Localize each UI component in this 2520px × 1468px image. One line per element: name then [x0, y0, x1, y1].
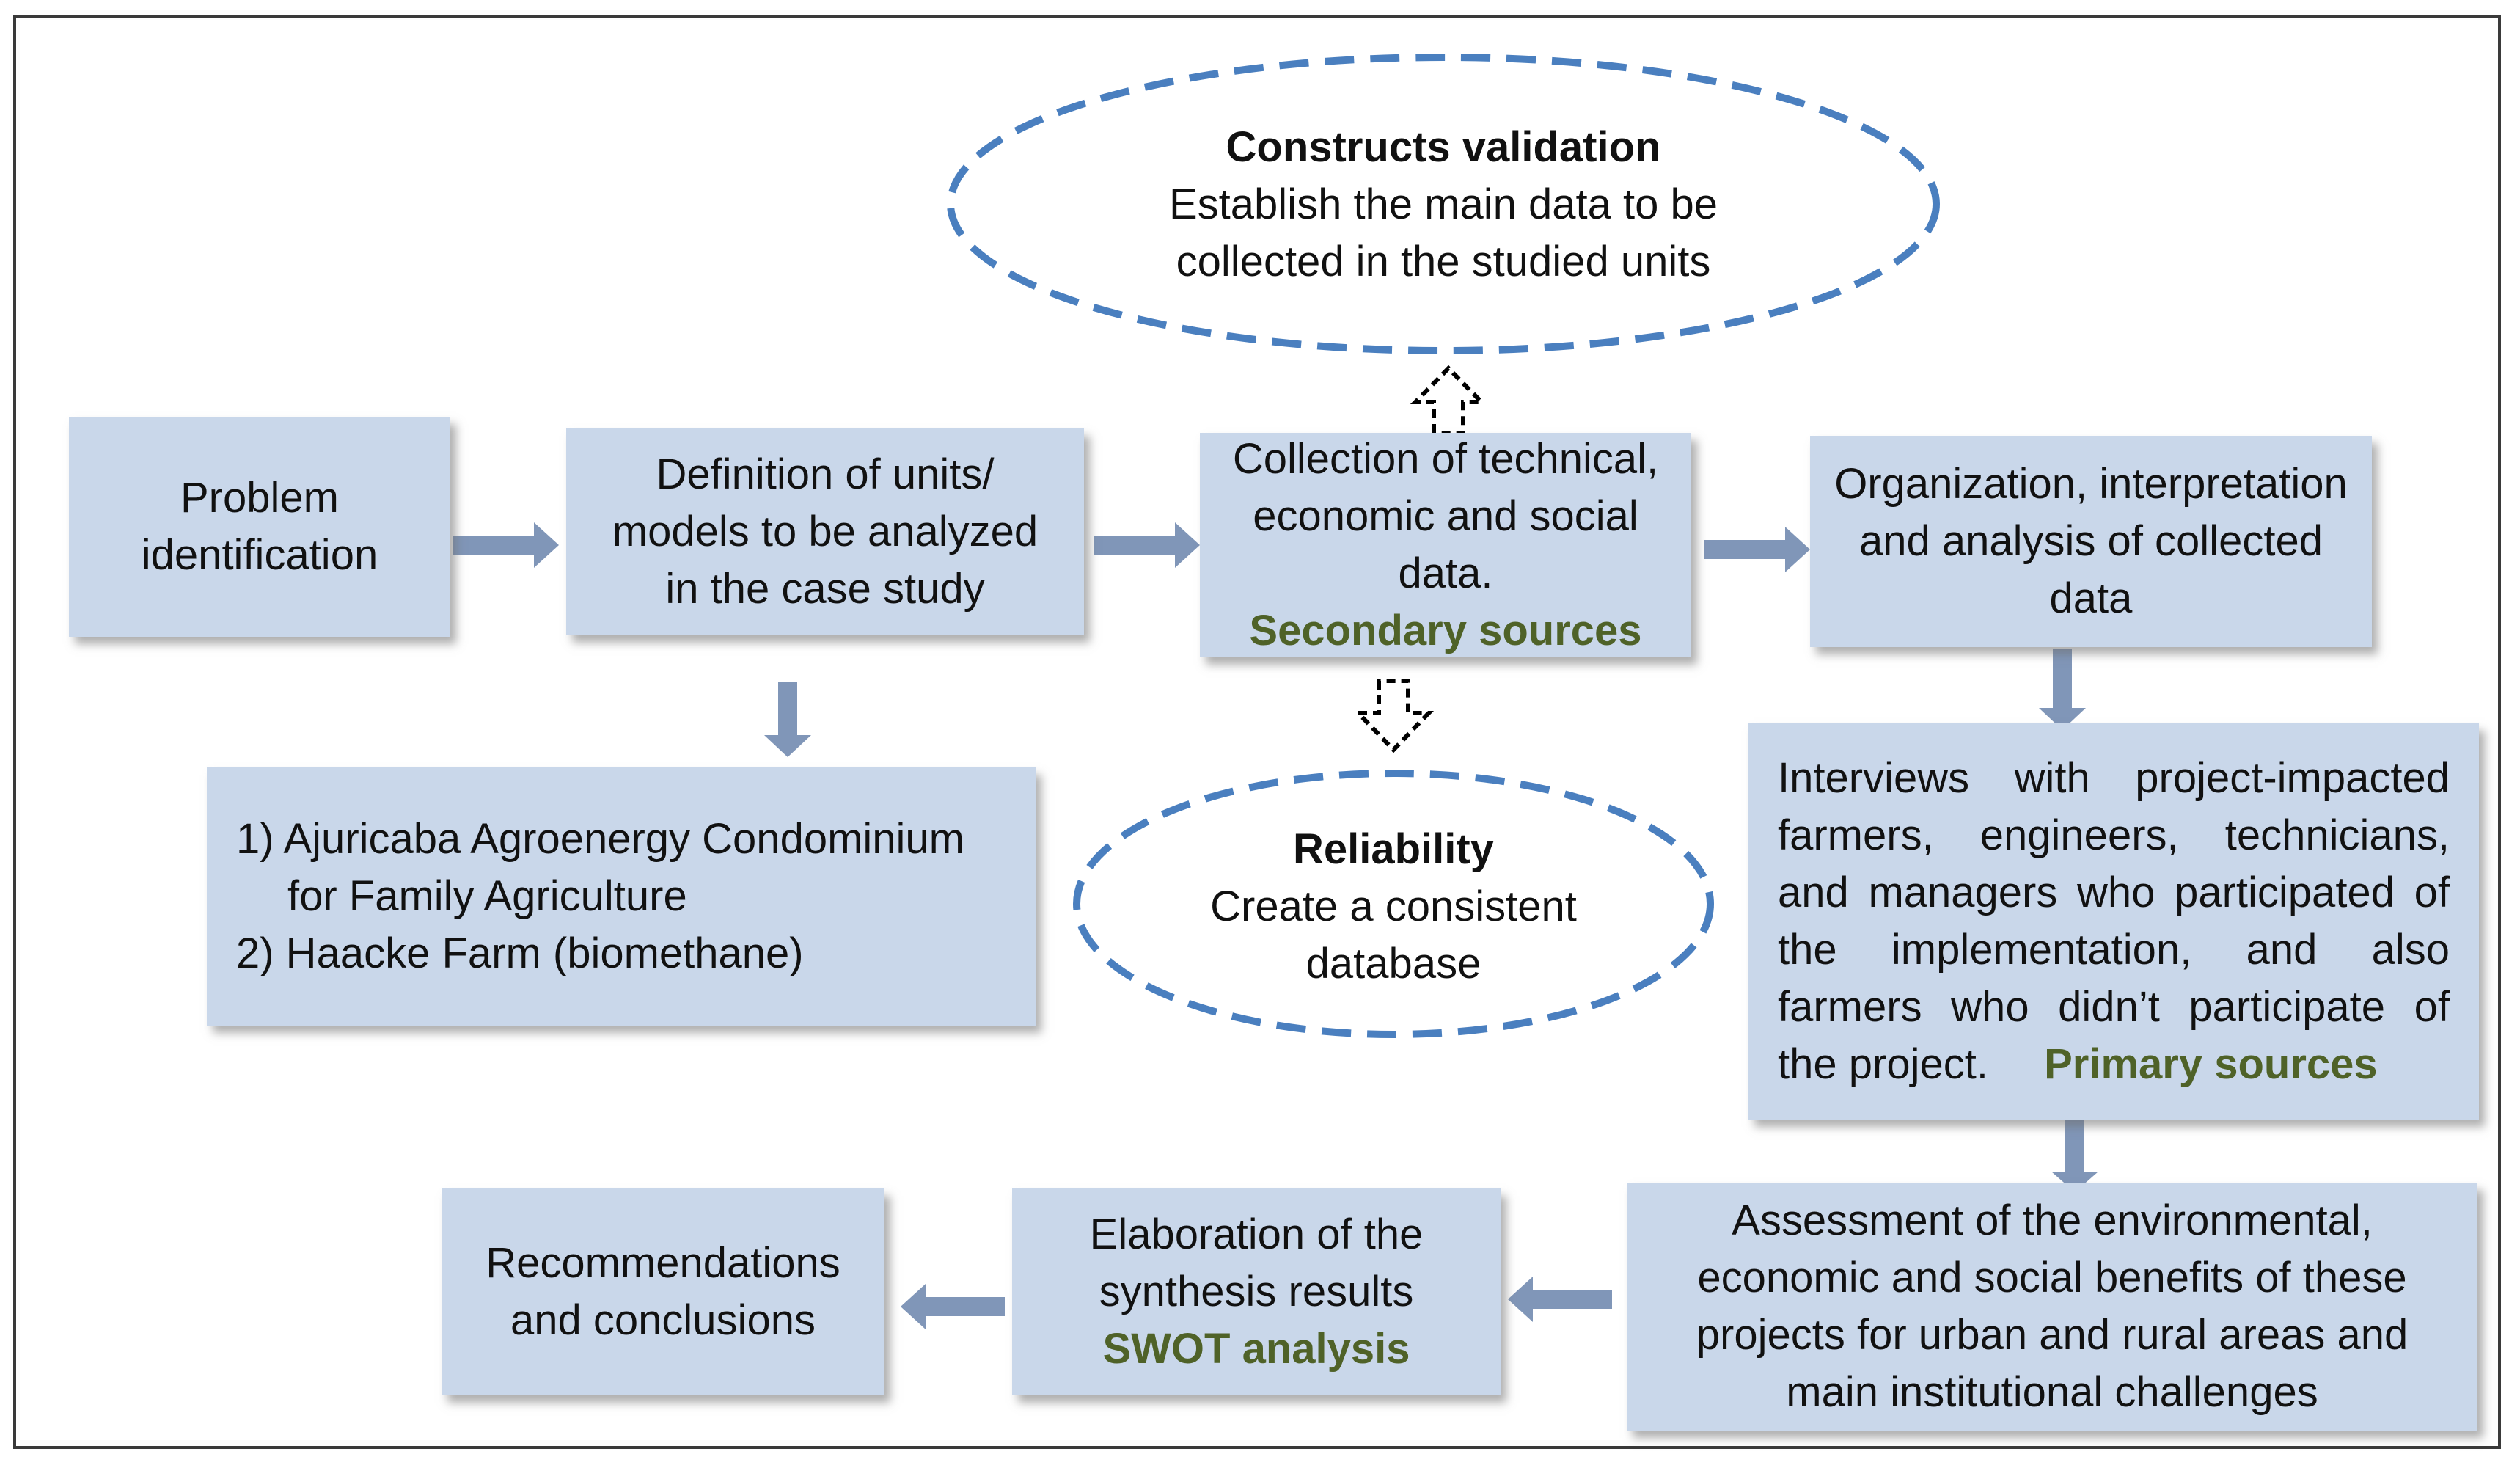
elaboration-label: Elaboration of the synthesis results	[1089, 1210, 1424, 1315]
recommendations-box: Recommendations and conclusions	[442, 1188, 884, 1395]
organization-label: Organization, interpretation and analysi…	[1834, 460, 2348, 622]
reliability-text: Reliability Create a consistent database	[1144, 819, 1643, 995]
secondary-sources-label: Secondary sources	[1249, 607, 1642, 654]
definition-box: Definition of units/ models to be analyz…	[566, 428, 1084, 635]
swot-analysis-label: SWOT analysis	[1102, 1325, 1410, 1373]
interviews-text: Interviews with project-impacted farmers…	[1778, 754, 2450, 1088]
problem-identification-label: Problem identification	[141, 474, 378, 579]
arrow-problem-to-definition	[453, 522, 559, 568]
arrow-collection-to-organization	[1704, 527, 1810, 572]
recommendations-label: Recommendations and conclusions	[486, 1239, 840, 1344]
definition-label: Definition of units/ models to be analyz…	[612, 450, 1039, 613]
interviews-label: Interviews with project-impacted farmers…	[1778, 750, 2450, 1093]
organization-box: Organization, interpretation and analysi…	[1810, 436, 2372, 647]
reliability-description: Create a consistent database	[1210, 883, 1577, 987]
assessment-label: Assessment of the environmental, economi…	[1696, 1197, 2409, 1416]
constructs-validation-title: Constructs validation	[1226, 123, 1661, 171]
arrow-assessment-to-elaboration	[1508, 1277, 1612, 1322]
case-unit-2: 2) Haacke Farm (biomethane)	[236, 930, 804, 977]
arrow-interviews-to-assessment	[2051, 1120, 2098, 1192]
case-unit-1-line2: for Family Agriculture	[287, 872, 687, 920]
case-units-box: 1) Ajuricaba Agroenergy Condominium for …	[207, 767, 1036, 1026]
interviews-box: Interviews with project-impacted farmers…	[1748, 723, 2479, 1120]
constructs-validation-description: Establish the main data to be collected …	[1168, 180, 1718, 285]
arrow-definition-to-cases	[764, 682, 811, 757]
arrow-elaboration-to-recommendations	[901, 1284, 1005, 1329]
reliability-oval	[1073, 770, 1714, 1038]
problem-identification-box: Problem identification	[69, 417, 450, 637]
elaboration-box: Elaboration of the synthesis results SWO…	[1012, 1188, 1501, 1395]
constructs-validation-text: Constructs validation Establish the main…	[1041, 109, 1845, 301]
collection-box: Collection of technical, economic and so…	[1200, 433, 1691, 657]
arrow-definition-to-collection	[1094, 522, 1200, 568]
case-unit-1-line1: 1) Ajuricaba Agroenergy Condominium	[236, 815, 964, 863]
collection-label: Collection of technical, economic and so…	[1232, 435, 1659, 597]
assessment-box: Assessment of the environmental, economi…	[1627, 1183, 2477, 1431]
primary-sources-label: Primary sources	[2044, 1040, 2378, 1088]
arrow-organization-to-interviews	[2039, 649, 2086, 730]
constructs-validation-oval	[947, 54, 1940, 354]
reliability-title: Reliability	[1293, 825, 1494, 873]
dotted-arrow-up-to-constructs	[1410, 365, 1487, 435]
dotted-arrow-down-to-reliability	[1352, 679, 1435, 753]
